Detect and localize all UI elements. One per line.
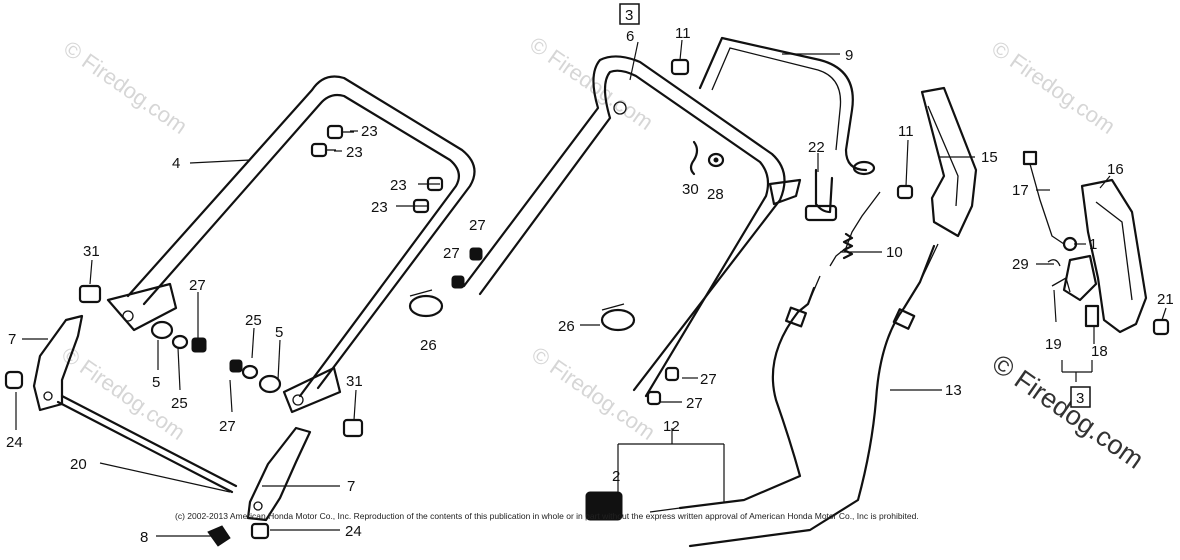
- part-label: 25: [245, 312, 262, 329]
- part-label: 4: [172, 155, 180, 172]
- part-label: 11: [898, 123, 914, 140]
- clamp-26: [408, 289, 636, 332]
- control-rod: [698, 36, 876, 176]
- watermark: © Firedog.com: [525, 32, 658, 135]
- part-label: 10: [886, 244, 903, 261]
- part-label: 23: [346, 144, 363, 161]
- part-label: 23: [371, 199, 388, 216]
- cable-13: [688, 243, 939, 548]
- lower-handle: [106, 75, 476, 414]
- part-label: 27: [219, 418, 236, 435]
- part-label: 16: [1107, 161, 1124, 178]
- washer-28: [707, 152, 725, 168]
- part-label: 31: [346, 373, 363, 390]
- watermark: © Firedog.com: [59, 36, 192, 139]
- stop-switch: [1022, 150, 1100, 328]
- part-label: 13: [945, 382, 962, 399]
- part-label: 23: [361, 123, 378, 140]
- watermark: © Firedog.com: [987, 36, 1120, 139]
- grip-2: [585, 491, 623, 521]
- part-label: 23: [390, 177, 407, 194]
- part-label: 7: [347, 478, 355, 495]
- part-label: 29: [1012, 256, 1029, 273]
- part-label: 11: [675, 25, 691, 42]
- part-label: 22: [808, 139, 825, 156]
- part-label: 26: [420, 337, 437, 354]
- part-label: 25: [171, 395, 188, 412]
- part-label: 6: [626, 28, 634, 45]
- part-labels: 3 6 11 9 4 23 23 23 23 22 11 15 30 28 16…: [6, 7, 1174, 546]
- part-label: 27: [686, 395, 703, 412]
- label-box: [1070, 386, 1091, 408]
- part-label: 28: [707, 186, 724, 203]
- part-label: 12: [663, 418, 680, 435]
- cable-12: [649, 275, 821, 513]
- rod-20: [56, 394, 238, 494]
- upper-handle: [462, 55, 802, 398]
- part-label: 24: [345, 523, 362, 540]
- part-label: 27: [443, 245, 460, 262]
- copyright-notice: (c) 2002-2013 American Honda Motor Co., …: [175, 511, 919, 521]
- part-label: 15: [981, 149, 998, 166]
- part-label: 20: [70, 456, 87, 473]
- part-label: 3: [625, 7, 633, 24]
- part-label: 2: [612, 468, 620, 485]
- part-label: 1: [1089, 236, 1097, 253]
- part-label: 5: [275, 324, 283, 341]
- bolt-22: [804, 168, 838, 222]
- part-label: 18: [1091, 343, 1108, 360]
- spring-10: [829, 191, 881, 267]
- lever-bracket: [1080, 178, 1148, 334]
- watermark: © Firedog.com: [57, 342, 190, 445]
- part-label: 9: [845, 47, 853, 64]
- part-label: 19: [1045, 336, 1062, 353]
- part-label: 3: [1076, 390, 1084, 407]
- part-label: 27: [700, 371, 717, 388]
- part-label: 7: [8, 331, 16, 348]
- control-lever: [920, 86, 978, 238]
- part-label: 21: [1157, 291, 1174, 308]
- nut-11: [670, 58, 914, 200]
- part-label: 27: [189, 277, 206, 294]
- part-label: 5: [152, 374, 160, 391]
- part-label: 8: [140, 529, 148, 546]
- part-label: 30: [682, 181, 699, 198]
- fasteners: [4, 124, 1170, 547]
- watermark: © Firedog.com: [527, 342, 660, 445]
- clip-30: [689, 140, 699, 176]
- part-label: 27: [469, 217, 486, 234]
- bracket-7: [32, 314, 312, 522]
- label-box: [619, 3, 640, 25]
- leader-lines: [15, 39, 1167, 537]
- part-label: 24: [6, 434, 23, 451]
- watermarks: © Firedog.com © Firedog.com © Firedog.co…: [57, 32, 1149, 475]
- watermark: © Firedog.com: [987, 348, 1150, 474]
- part-label: 17: [1012, 182, 1029, 199]
- part-label: 31: [83, 243, 100, 260]
- part-label: 26: [558, 318, 575, 335]
